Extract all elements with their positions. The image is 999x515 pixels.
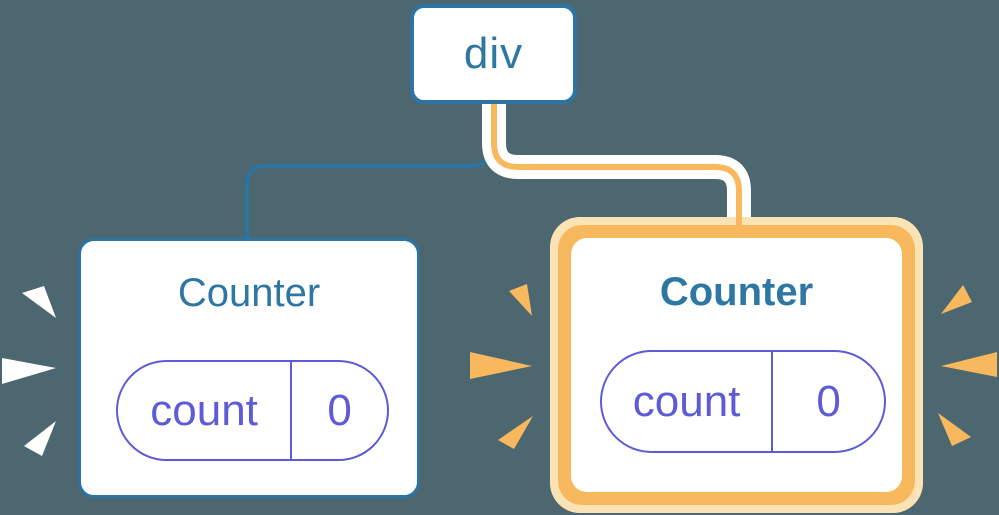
connector-stub xyxy=(736,212,742,230)
state-key-label: count xyxy=(150,385,258,435)
spark-icon xyxy=(509,284,532,316)
root-node-label: div xyxy=(463,29,524,78)
counter-node-highlight-ring: Counter count 0 xyxy=(550,217,923,513)
counter-node-highlight-border: Counter count 0 xyxy=(558,225,915,505)
counter-node-left: Counter count 0 xyxy=(78,238,420,498)
counter-title: Counter xyxy=(659,270,814,314)
spark-icon xyxy=(941,285,972,314)
spark-icon xyxy=(24,421,56,456)
tree-connector-right-casing xyxy=(482,92,751,219)
state-value-label: 0 xyxy=(327,385,352,435)
spark-icon xyxy=(941,352,997,377)
counter-node-right: Counter count 0 xyxy=(571,238,902,492)
counter-title: Counter xyxy=(177,271,321,315)
tree-connector-right xyxy=(491,92,742,221)
pill-divider xyxy=(771,352,774,451)
spark-icon xyxy=(938,413,971,446)
pill-divider xyxy=(290,362,293,459)
state-key-label: count xyxy=(632,376,741,426)
spark-icon xyxy=(470,352,532,379)
state-pill: count 0 xyxy=(600,350,886,453)
spark-icon xyxy=(22,286,56,318)
state-pill: count 0 xyxy=(116,360,389,461)
spark-icon xyxy=(2,358,56,384)
tree-connector-left xyxy=(245,92,492,242)
spark-icon xyxy=(498,416,533,449)
state-value-label: 0 xyxy=(816,376,841,426)
root-node: div xyxy=(410,4,577,104)
